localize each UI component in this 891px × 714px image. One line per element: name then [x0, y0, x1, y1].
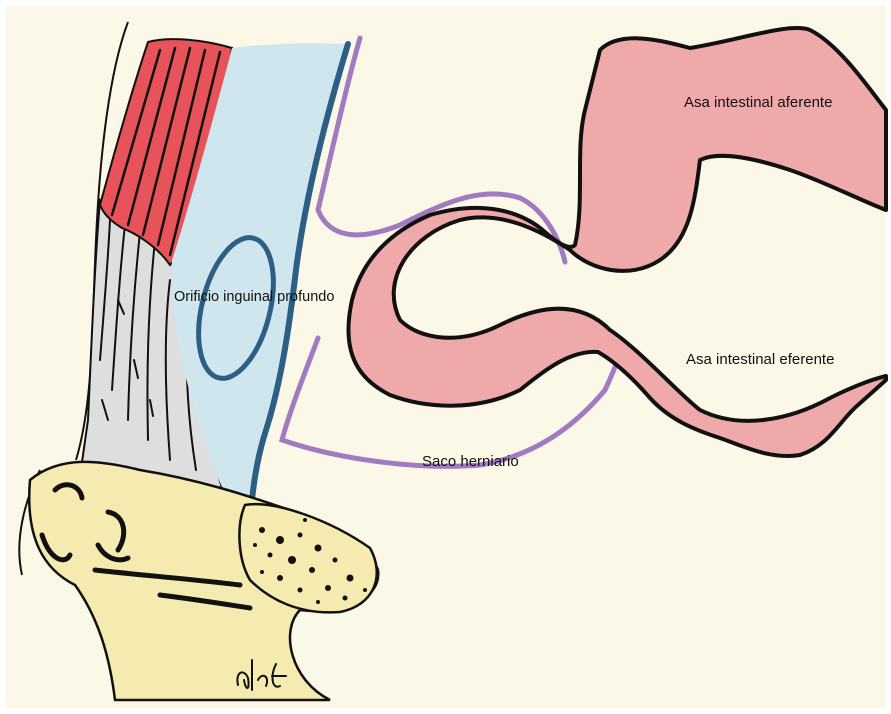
- afferent-loop-label: Asa intestinal aferente: [684, 95, 832, 110]
- hernia-sac-label: Saco herniario: [422, 454, 519, 469]
- deep-inguinal-ring-label: Orificio inguinal profundo: [174, 290, 334, 305]
- efferent-loop-label: Asa intestinal eferente: [686, 352, 834, 367]
